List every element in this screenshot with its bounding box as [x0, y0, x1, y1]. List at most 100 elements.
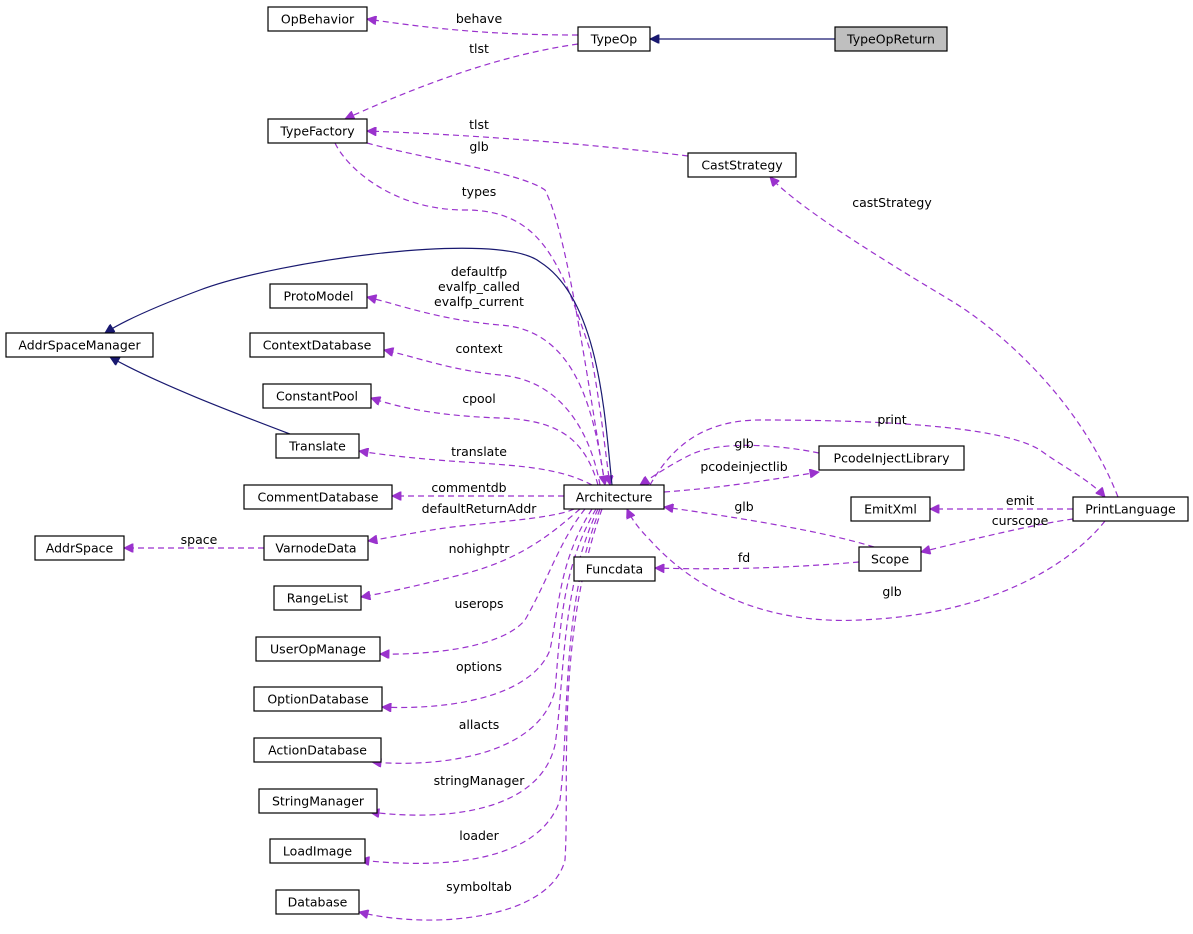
class-label-stringmanager: StringManager	[272, 794, 365, 809]
class-box-varnodedata[interactable]	[263, 535, 369, 561]
class-node-emitxml[interactable]: EmitXml	[850, 496, 931, 522]
class-box-addrspacemanager[interactable]	[5, 332, 154, 358]
class-box-protomodel[interactable]	[269, 283, 368, 309]
class-box-typeop[interactable]	[577, 26, 651, 52]
edge-typefactory-architecture-glb	[366, 142, 605, 485]
class-box-translate[interactable]	[275, 433, 360, 459]
edge-label-types: types	[462, 184, 496, 199]
edge-label-loader: loader	[459, 828, 499, 843]
edge-architecture-scope	[664, 507, 875, 548]
class-node-stringmanager[interactable]: StringManager	[258, 788, 378, 814]
edge-label-nohighptr: nohighptr	[449, 541, 511, 556]
class-label-protomodel: ProtoModel	[284, 289, 354, 304]
class-node-loadimage[interactable]: LoadImage	[269, 838, 366, 864]
class-label-emitxml: EmitXml	[864, 502, 917, 517]
class-box-optiondatabase[interactable]	[253, 686, 383, 712]
class-label-rangelist: RangeList	[287, 591, 349, 606]
edge-translate-architecture	[359, 451, 593, 486]
class-node-architecture[interactable]: Architecture	[563, 484, 665, 510]
edge-pcodeinjectlibrary-architecture	[663, 472, 819, 493]
nodes-layer: TypeOpReturn TypeOp OpBehaviorTypeFactoryC…	[5, 6, 1189, 915]
class-node-opbehavior[interactable]: OpBehavior	[267, 6, 368, 32]
edge-label-tlst: tlst	[469, 41, 489, 56]
class-node-funcdata[interactable]: Funcdata	[573, 556, 656, 582]
class-label-varnodedata: VarnodeData	[275, 541, 356, 556]
class-box-printlanguage[interactable]	[1072, 496, 1189, 522]
class-node-commentdatabase[interactable]: CommentDatabase	[243, 484, 393, 510]
edge-label-glb: glb	[734, 436, 753, 451]
class-node-constantpool[interactable]: ConstantPool	[262, 383, 372, 409]
class-node-addrspacemanager[interactable]: AddrSpaceManager	[5, 332, 154, 358]
edge-label-userops: userops	[454, 596, 503, 611]
class-node-translate[interactable]: Translate	[275, 433, 360, 459]
class-node-varnodedata[interactable]: VarnodeData	[263, 535, 369, 561]
edge-varnodedata-architecture	[368, 508, 575, 541]
class-box-contextdatabase[interactable]	[249, 332, 385, 358]
class-box-scope[interactable]	[858, 546, 922, 572]
edge-loadimage-architecture	[360, 508, 601, 863]
class-box-opbehavior[interactable]	[267, 6, 368, 32]
class-box-commentdatabase[interactable]	[243, 484, 393, 510]
class-node-pcodeinjectlibrary[interactable]: PcodeInjectLibrary	[818, 445, 965, 471]
class-box-useropmanage[interactable]	[255, 636, 381, 662]
class-node-protomodel[interactable]: ProtoModel	[269, 283, 368, 309]
edge-label-curscope: curscope	[992, 513, 1049, 528]
edge-label-defaultreturnaddr: defaultReturnAddr	[422, 501, 538, 516]
class-node-typeop[interactable]: TypeOp	[577, 26, 651, 52]
class-node-useropmanage[interactable]: UserOpManage	[255, 636, 381, 662]
class-box-pcodeinjectlibrary[interactable]	[818, 445, 965, 471]
edge-label-fd: fd	[738, 550, 750, 565]
class-box-rangelist[interactable]	[273, 585, 362, 611]
edge-label-allacts: allacts	[459, 717, 500, 732]
edge-label-glb: glb	[882, 584, 901, 599]
class-node-rangelist[interactable]: RangeList	[273, 585, 362, 611]
edge-stringmanager-architecture	[370, 508, 599, 815]
class-label-scope: Scope	[871, 552, 909, 567]
edge-caststrategy-printlanguage	[770, 177, 1119, 498]
class-node-caststrategy[interactable]: CastStrategy	[687, 152, 797, 178]
edge-scope-printlanguage	[921, 518, 1074, 552]
class-box-actiondatabase[interactable]	[253, 737, 382, 763]
class-label-commentdatabase: CommentDatabase	[258, 490, 379, 505]
edge-label-options: options	[456, 659, 502, 674]
class-node-addrspace[interactable]: AddrSpace	[34, 535, 125, 561]
class-node-contextdatabase[interactable]: ContextDatabase	[249, 332, 385, 358]
class-box-caststrategy[interactable]	[687, 152, 797, 178]
class-label-typeopreturn: TypeOpReturn	[846, 32, 935, 47]
class-box-funcdata[interactable]	[573, 556, 656, 582]
class-label-pcodeinjectlibrary: PcodeInjectLibrary	[834, 451, 951, 466]
class-node-printlanguage[interactable]: PrintLanguage	[1072, 496, 1189, 522]
class-box-typeopreturn[interactable]	[834, 26, 948, 52]
class-node-typeopreturn[interactable]: TypeOpReturn	[834, 26, 948, 52]
edge-architecture-printlanguage-glb	[627, 509, 1106, 622]
edge-labels-layer: behavetlsttlstglbtypescastStrategydefaul…	[181, 11, 1049, 894]
class-node-typefactory[interactable]: TypeFactory	[267, 118, 368, 144]
class-box-database[interactable]	[275, 889, 360, 915]
edge-label-evalfp-current: evalfp_current	[434, 294, 524, 309]
class-label-translate: Translate	[288, 439, 346, 454]
class-label-typeop: TypeOp	[590, 32, 638, 47]
class-box-constantpool[interactable]	[262, 383, 372, 409]
edge-label-tlst: tlst	[469, 117, 489, 132]
edge-funcdata-scope	[655, 561, 860, 569]
edge-useropmanage-architecture	[380, 508, 586, 654]
class-box-emitxml[interactable]	[850, 496, 931, 522]
class-label-constantpool: ConstantPool	[276, 389, 358, 404]
edge-contextdatabase-architecture	[384, 350, 601, 486]
class-box-typefactory[interactable]	[267, 118, 368, 144]
class-box-stringmanager[interactable]	[258, 788, 378, 814]
class-label-caststrategy: CastStrategy	[701, 158, 783, 173]
class-box-loadimage[interactable]	[269, 838, 366, 864]
class-node-optiondatabase[interactable]: OptionDatabase	[253, 686, 383, 712]
class-box-addrspace[interactable]	[34, 535, 125, 561]
class-label-funcdata: Funcdata	[586, 562, 643, 577]
class-node-actiondatabase[interactable]: ActionDatabase	[253, 737, 382, 763]
edge-label-print: print	[877, 412, 906, 427]
class-label-addrspacemanager: AddrSpaceManager	[18, 338, 141, 353]
edge-protomodel-architecture	[367, 297, 606, 486]
class-node-database[interactable]: Database	[275, 889, 360, 915]
class-box-architecture[interactable]	[563, 484, 665, 510]
class-node-scope[interactable]: Scope	[858, 546, 922, 572]
edge-label-pcodeinjectlib: pcodeinjectlib	[700, 459, 787, 474]
class-label-printlanguage: PrintLanguage	[1085, 502, 1176, 517]
